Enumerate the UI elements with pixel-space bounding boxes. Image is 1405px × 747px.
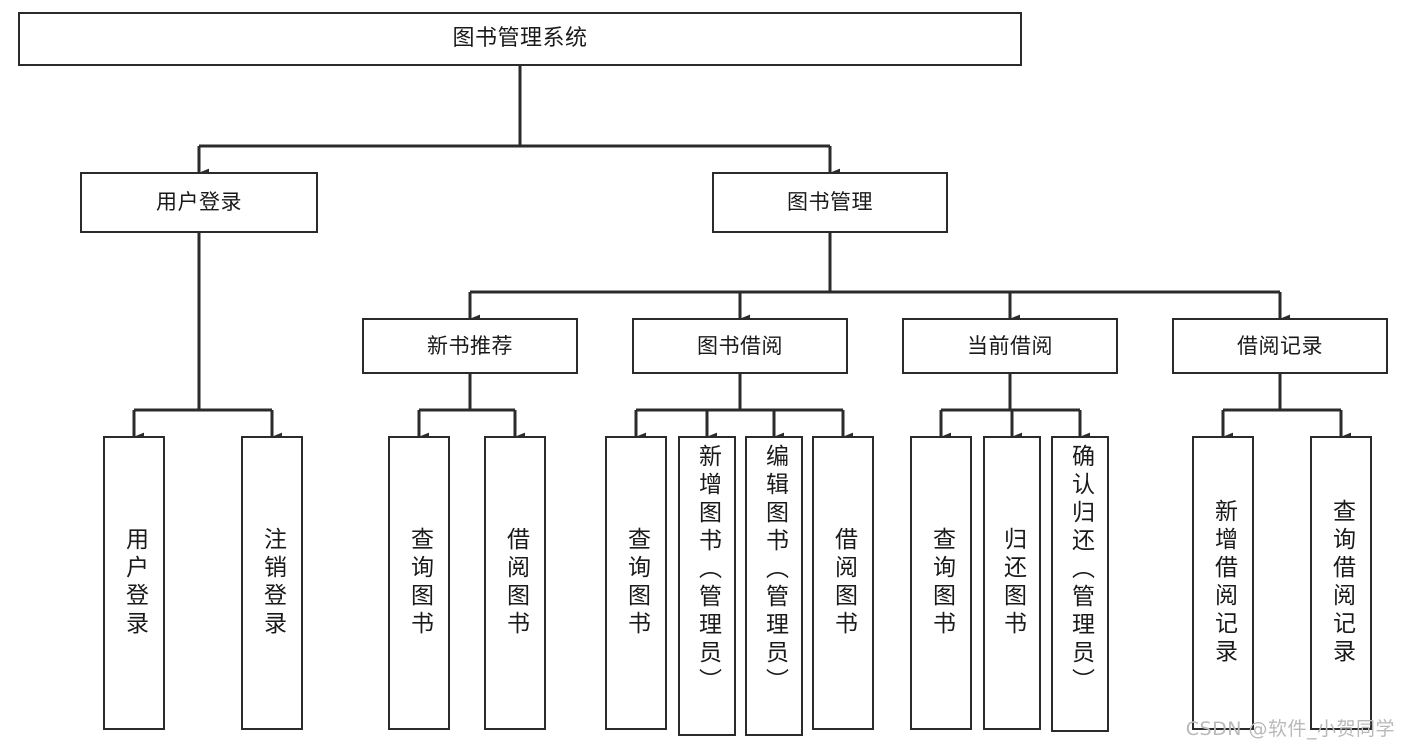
node-logout-leaf-label: 注销登录 <box>259 527 286 639</box>
node-query-book-recommend[interactable]: 查询图书 <box>388 436 450 730</box>
node-borrow-book-borrow[interactable]: 借阅图书 <box>812 436 874 730</box>
node-add-borrow-record-label: 新增借阅记录 <box>1210 499 1237 667</box>
node-add-book-admin-label: 新增图书（管理员） <box>694 444 721 696</box>
node-query-borrow-record[interactable]: 查询借阅记录 <box>1310 436 1372 730</box>
node-borrow-record[interactable]: 借阅记录 <box>1172 318 1388 374</box>
node-user-login-leaf[interactable]: 用户登录 <box>103 436 165 730</box>
node-return-book-label: 归还图书 <box>999 527 1026 639</box>
node-current-borrow-label: 当前借阅 <box>967 333 1053 358</box>
node-query-book-borrow[interactable]: 查询图书 <box>605 436 667 730</box>
node-current-borrow[interactable]: 当前借阅 <box>902 318 1118 374</box>
node-user-login-label: 用户登录 <box>156 190 242 215</box>
node-borrow-book-recommend[interactable]: 借阅图书 <box>484 436 546 730</box>
node-return-book[interactable]: 归还图书 <box>983 436 1041 730</box>
node-confirm-return-admin[interactable]: 确认归还（管理员） <box>1051 436 1109 732</box>
watermark-text: CSDN @软件_小贺同学 <box>1185 718 1395 740</box>
node-confirm-return-admin-label: 确认归还（管理员） <box>1067 444 1094 696</box>
node-add-book-admin[interactable]: 新增图书（管理员） <box>678 436 736 736</box>
node-borrow-book-borrow-label: 借阅图书 <box>830 527 857 639</box>
node-query-book-recommend-label: 查询图书 <box>406 527 433 639</box>
node-user-login-leaf-label: 用户登录 <box>121 527 148 639</box>
node-user-login[interactable]: 用户登录 <box>80 172 318 233</box>
node-query-borrow-record-label: 查询借阅记录 <box>1328 499 1355 667</box>
node-root-label: 图书管理系统 <box>452 26 588 52</box>
node-query-book-current[interactable]: 查询图书 <box>910 436 972 730</box>
node-edit-book-admin[interactable]: 编辑图书（管理员） <box>745 436 803 736</box>
node-edit-book-admin-label: 编辑图书（管理员） <box>761 444 788 696</box>
node-new-book-recommend[interactable]: 新书推荐 <box>362 318 578 374</box>
node-query-book-borrow-label: 查询图书 <box>623 527 650 639</box>
node-book-management-label: 图书管理 <box>787 190 873 215</box>
node-add-borrow-record[interactable]: 新增借阅记录 <box>1192 436 1254 730</box>
node-book-management[interactable]: 图书管理 <box>712 172 948 233</box>
node-logout-leaf[interactable]: 注销登录 <box>241 436 303 730</box>
node-book-borrow[interactable]: 图书借阅 <box>632 318 848 374</box>
node-borrow-book-recommend-label: 借阅图书 <box>502 527 529 639</box>
node-new-book-recommend-label: 新书推荐 <box>427 333 513 358</box>
node-query-book-current-label: 查询图书 <box>928 527 955 639</box>
node-book-borrow-label: 图书借阅 <box>697 333 783 358</box>
node-root[interactable]: 图书管理系统 <box>18 12 1022 66</box>
node-borrow-record-label: 借阅记录 <box>1237 333 1323 358</box>
